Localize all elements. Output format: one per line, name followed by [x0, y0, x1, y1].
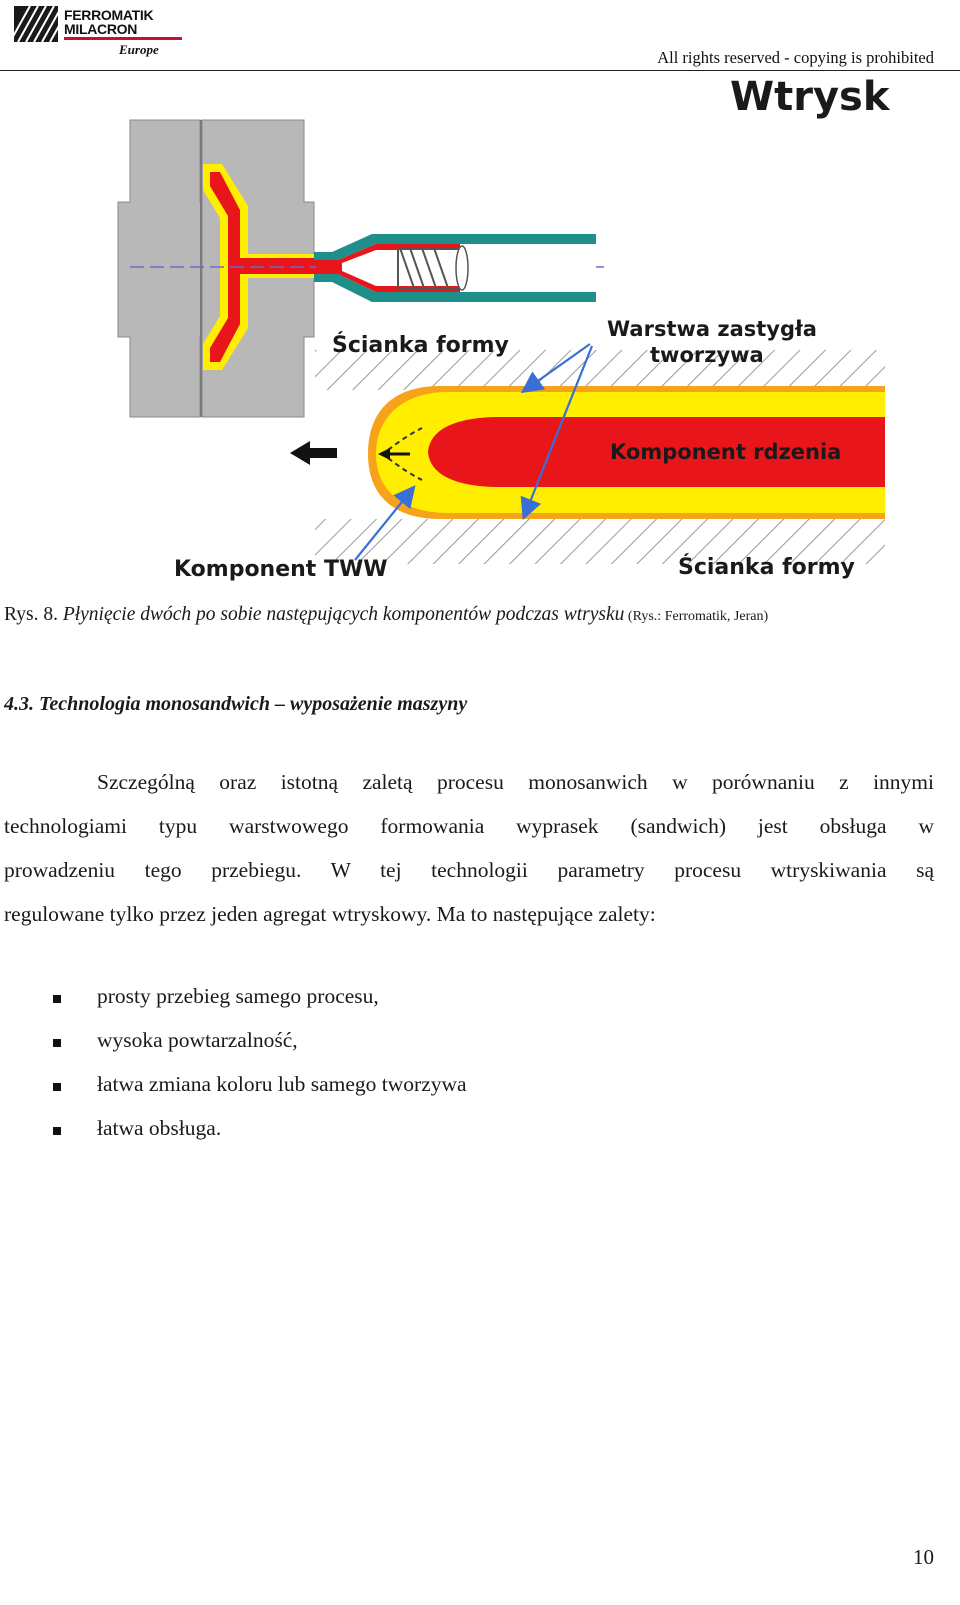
paragraph-line-3: prowadzeniu tego przebiegu. W tej techno…: [4, 858, 934, 882]
paragraph-line-1: Szczególną oraz istotną zaletą procesu m…: [97, 770, 934, 794]
injection-barrel: [314, 234, 596, 302]
bullet-icon: [53, 1127, 61, 1135]
figure-title: Wtrysk: [730, 74, 891, 120]
label-skin-layer-2: tworzywa: [650, 343, 764, 367]
injection-figure: Wtrysk: [110, 72, 910, 600]
list-item-text: łatwa zmiana koloru lub samego tworzywa: [97, 1072, 467, 1096]
logo-line-3: Europe: [119, 42, 159, 57]
list-item-text: wysoka powtarzalność,: [97, 1028, 298, 1052]
ferromatik-logo: FERROMATIK MILACRON Europe: [14, 6, 184, 58]
advantages-list: prosty przebieg samego procesu, wysoka p…: [0, 984, 960, 1160]
bullet-icon: [53, 1083, 61, 1091]
paragraph-line-4: regulowane tylko przez jeden agregat wtr…: [4, 902, 656, 926]
left-arrow-icon: [290, 441, 337, 465]
logo-line-2: MILACRON: [64, 21, 138, 37]
label-skin-layer-1: Warstwa zastygła: [607, 317, 817, 341]
label-tww: Komponent TWW: [174, 557, 388, 582]
label-wall-top: Ścianka formy: [332, 332, 509, 358]
list-item-text: prosty przebieg samego procesu,: [97, 984, 379, 1008]
caption-prefix: Rys. 8.: [4, 604, 63, 625]
mold-wall-bottom: [315, 519, 885, 564]
figure-caption: Rys. 8. Płynięcie dwóch po sobie następu…: [4, 604, 768, 626]
list-item: łatwa obsługa.: [0, 1116, 960, 1160]
list-item: łatwa zmiana koloru lub samego tworzywa: [0, 1072, 960, 1116]
label-core: Komponent rdzenia: [610, 440, 841, 464]
bullet-icon: [53, 1039, 61, 1047]
caption-text: Płynięcie dwóch po sobie następujących k…: [62, 604, 625, 625]
page-number: 10: [913, 1545, 934, 1569]
leader-arrows: [354, 343, 594, 561]
paragraph-line-2: technologiami typu warstwowego formowani…: [4, 814, 934, 838]
section-heading: 4.3. Technologia monosandwich – wyposaże…: [4, 693, 468, 715]
list-item-text: łatwa obsługa.: [97, 1116, 222, 1140]
caption-source: (Rys.: Ferromatik, Jeran): [624, 609, 769, 624]
bullet-icon: [53, 995, 61, 1003]
logo-line-1: FERROMATIK: [64, 7, 154, 23]
logo-stripes-icon: [14, 6, 58, 42]
copyright-notice: All rights reserved - copying is prohibi…: [657, 48, 934, 67]
header-rule: [0, 70, 960, 71]
label-wall-bottom: Ścianka formy: [678, 554, 855, 580]
logo-red-bar: [64, 37, 182, 40]
list-item: prosty przebieg samego procesu,: [0, 984, 960, 1028]
list-item: wysoka powtarzalność,: [0, 1028, 960, 1072]
mold-wall-top: [315, 350, 885, 390]
